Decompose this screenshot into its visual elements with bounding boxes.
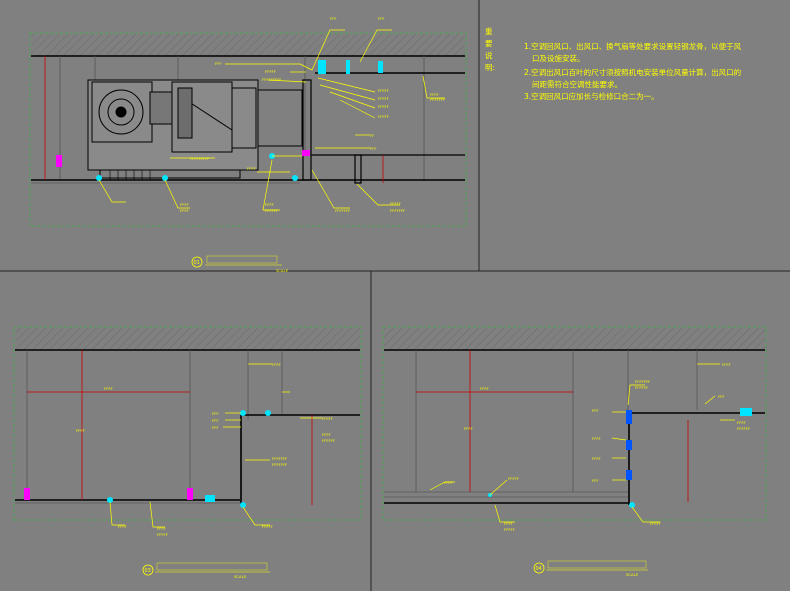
detail-04-scale: SCALE	[626, 572, 639, 577]
svg-text:FFFF: FFFF	[430, 93, 439, 97]
svg-text:FFFFFFF: FFFFFFF	[272, 463, 287, 467]
note-line: 口及设施安装。	[532, 54, 585, 63]
svg-text:FF: FF	[370, 134, 374, 138]
svg-text:FFFFFFF: FFFFFFF	[390, 209, 405, 213]
svg-text:FFFFF: FFFFF	[378, 105, 389, 109]
svg-text:FFF: FFF	[330, 17, 337, 21]
svg-text:FFF: FFF	[370, 147, 377, 151]
slab-hatch	[384, 328, 765, 350]
svg-text:FFFF: FFFF	[504, 522, 513, 526]
detail-03-number: 03	[145, 568, 151, 574]
svg-text:FFFFF: FFFFF	[265, 70, 276, 74]
detail-04-caption: 04 SCALE	[533, 560, 648, 577]
svg-text:FFFFF: FFFFF	[378, 115, 389, 119]
svg-text:FFFF: FFFF	[444, 481, 453, 485]
detail-01-number: 01	[194, 260, 200, 266]
detail-03-scale: SCALE	[234, 574, 247, 579]
svg-text:FFFFFF: FFFFFF	[322, 439, 335, 443]
svg-text:FFFF: FFFF	[737, 421, 746, 425]
fan-coil-unit	[87, 79, 303, 179]
notes-title: 重要说明:	[485, 27, 496, 72]
svg-text:FFFFFFFFF: FFFFFFFFF	[262, 78, 281, 82]
svg-text:FFF: FFF	[718, 395, 725, 399]
svg-text:FFFF: FFFF	[76, 429, 85, 433]
svg-text:FFFF: FFFF	[104, 387, 113, 391]
svg-text:FFFFFF: FFFFFF	[635, 386, 648, 390]
svg-text:FFFFFF: FFFFFF	[265, 209, 278, 213]
svg-text:FFF: FFF	[212, 426, 219, 430]
note-line: 2.空调出风口百叶的尺寸须按照机电安装单位风量计算，出风口的	[524, 68, 742, 77]
detail-01-scale: SCALE	[276, 268, 289, 273]
svg-text:FFFFF: FFFFF	[262, 525, 273, 529]
svg-text:FFFF: FFFF	[180, 209, 189, 213]
note-line: 1.空调回风口、出风口、换气扇等处要求设置轻钢龙骨，以便于风	[524, 42, 742, 51]
svg-text:FFFF: FFFF	[722, 363, 731, 367]
svg-text:FFFFF: FFFFF	[378, 97, 389, 101]
svg-text:FFF: FFF	[215, 62, 222, 66]
svg-text:FFFFFFF: FFFFFFF	[335, 209, 350, 213]
svg-text:FFFF: FFFF	[322, 433, 331, 437]
svg-text:FFFFFFF: FFFFFFF	[635, 380, 650, 384]
svg-text:FFFFF: FFFFF	[390, 202, 401, 206]
svg-text:FFFFF: FFFFF	[508, 477, 519, 481]
svg-text:FFFF: FFFF	[464, 427, 473, 431]
svg-text:FFF: FFF	[212, 412, 219, 416]
svg-text:FFFF: FFFF	[272, 363, 281, 367]
detail-01-caption: 01 SCALE	[191, 255, 289, 273]
svg-text:FFF: FFF	[378, 17, 385, 21]
detail-03-caption: 03 SCALE	[142, 562, 270, 579]
svg-text:FFFF: FFFF	[265, 203, 274, 207]
svg-text:FFFFFFFFF: FFFFFFFFF	[190, 157, 209, 161]
svg-text:FFFFFFF: FFFFFFF	[430, 98, 445, 102]
svg-text:FFFFF: FFFFF	[157, 533, 168, 537]
detail-04-number: 04	[536, 566, 542, 572]
svg-text:FFFFF: FFFFF	[378, 89, 389, 93]
detail-01-frame	[29, 32, 467, 227]
svg-text:FFFF: FFFF	[480, 387, 489, 391]
svg-text:FFF: FFF	[592, 479, 599, 483]
svg-text:FFFF: FFFF	[118, 525, 127, 529]
svg-text:FFFFF: FFFFF	[650, 522, 661, 526]
svg-text:FFFF: FFFF	[592, 437, 601, 441]
svg-text:FFF: FFF	[592, 409, 599, 413]
svg-text:FFFF: FFFF	[180, 203, 189, 207]
svg-text:FFF: FFF	[212, 419, 219, 423]
slab-hatch	[15, 328, 360, 350]
svg-text:FFFF: FFFF	[247, 167, 256, 171]
slab-hatch	[31, 34, 465, 56]
note-line: 间距需符合空调性能要求。	[532, 80, 622, 89]
svg-text:FFFFFFF: FFFFFFF	[272, 457, 287, 461]
svg-text:FFFF: FFFF	[592, 457, 601, 461]
svg-text:FFFFF: FFFFF	[322, 417, 333, 421]
svg-text:FFFF: FFFF	[157, 527, 166, 531]
svg-text:FFFFF: FFFFF	[504, 528, 515, 532]
svg-text:FFFFFF: FFFFFF	[737, 427, 750, 431]
note-line: 3.空调回风口应加长与检修口合二为一。	[524, 92, 659, 101]
